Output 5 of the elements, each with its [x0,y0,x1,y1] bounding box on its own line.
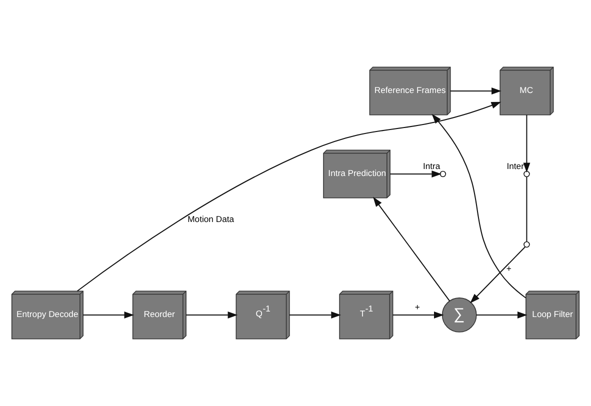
node-label: Intra [422,160,440,171]
edge-label: + [506,263,512,274]
edge-label: Motion Data [188,214,234,224]
node-label: Inter [506,160,524,171]
edge-label: + [414,302,420,312]
